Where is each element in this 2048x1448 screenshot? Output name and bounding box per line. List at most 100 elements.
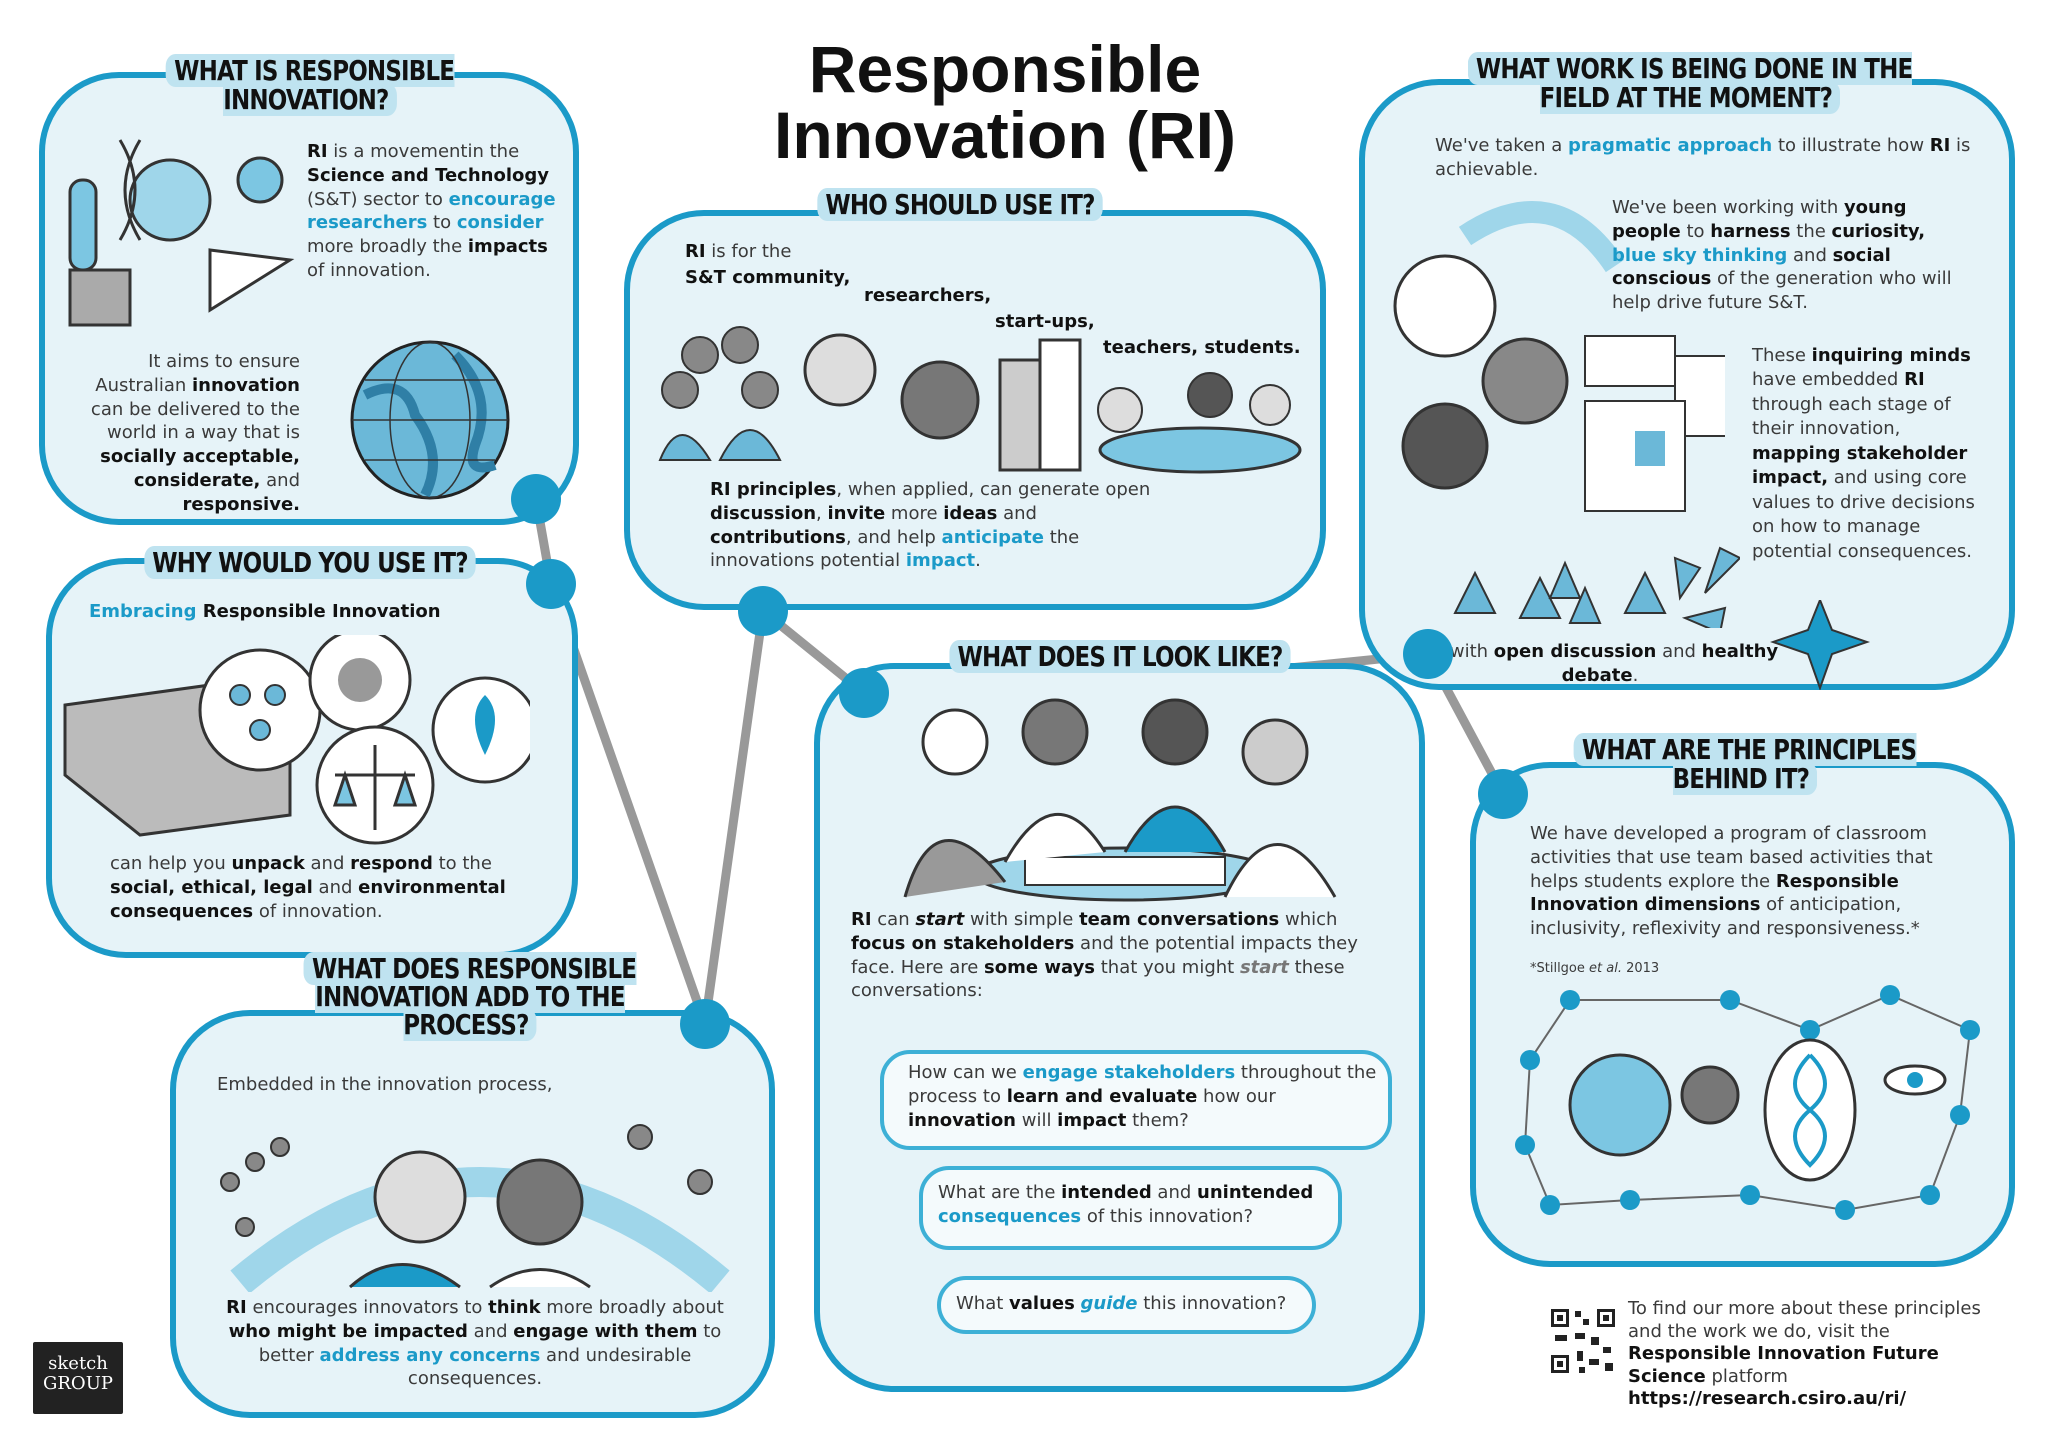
text-segment: anticipate: [941, 526, 1044, 548]
text-segment: is for the: [705, 241, 792, 262]
text-segment: , when applied, can generate open: [836, 479, 1151, 500]
text-segment: which: [1279, 909, 1338, 930]
who-startups: start-ups,: [995, 310, 1105, 334]
text-segment: *Stillgoe: [1530, 961, 1590, 976]
text-segment: .: [1632, 664, 1639, 686]
who-intro: RI is for the: [685, 240, 855, 264]
text-segment: mapping stakeholder impact,: [1752, 442, 1968, 489]
text-segment: What are the: [938, 1182, 1062, 1203]
text-segment: It aims to ensure Australian: [95, 351, 300, 396]
text-segment: that you might: [1095, 956, 1240, 978]
text-segment: encourages innovators to: [246, 1297, 489, 1318]
globe-icon: [350, 340, 510, 500]
text-segment: young people: [1612, 197, 1907, 242]
text-segment: curiosity,: [1831, 220, 1926, 242]
text-segment: invite: [827, 502, 886, 524]
text-segment: Science and Technology: [307, 164, 549, 186]
text-segment: unintended: [1197, 1182, 1314, 1203]
qr-code-icon[interactable]: [1549, 1307, 1617, 1375]
text-segment: discussion: [710, 502, 817, 524]
who-st-community: S&T community,: [685, 266, 855, 290]
text-segment: throughout the process to: [908, 1062, 1377, 1107]
text-segment: address any concerns: [319, 1344, 541, 1366]
panel-what-does-it-look-like: [814, 663, 1425, 1392]
text-segment: some ways: [984, 956, 1096, 978]
text-segment: RI: [1929, 135, 1951, 156]
principles-text: We have developed a program of classroom…: [1530, 822, 1985, 941]
embedded-text: Embedded in the innovation process,: [217, 1073, 637, 1097]
text-segment: intended: [1061, 1182, 1152, 1203]
text-segment: consequences: [938, 1205, 1082, 1227]
heading-why-use-it: Why would you use it?: [97, 546, 523, 579]
text-segment: What: [956, 1293, 1010, 1314]
text-segment: with simple: [964, 909, 1080, 930]
text-segment: responsive.: [182, 493, 300, 515]
text-segment: to: [427, 212, 457, 234]
text-segment: RI: [307, 141, 328, 162]
text-segment: have embedded: [1752, 369, 1905, 391]
text-segment[interactable]: https://research.csiro.au/ri/: [1628, 1388, 1907, 1409]
triangles-illustration: [1453, 546, 1740, 628]
text-segment: of the generation who will help drive fu…: [1612, 268, 1952, 313]
text-segment: inquiring minds: [1811, 345, 1971, 366]
text-segment: through each stage of their innovation,: [1752, 393, 1951, 440]
text-segment: Embedded in the innovation process,: [217, 1074, 553, 1095]
text-segment: to the: [432, 853, 492, 874]
text-segment: think: [488, 1297, 541, 1318]
add-text: RI encourages innovators to think more b…: [220, 1296, 730, 1391]
work-inquiring-minds: These inquiring minds have embedded RI t…: [1752, 344, 1992, 564]
text-segment: the: [1790, 220, 1832, 242]
text-segment: innovation: [192, 374, 300, 396]
text-segment: We've been working with: [1612, 197, 1844, 218]
aims-text: It aims to ensure Australian innovation …: [66, 350, 300, 516]
text-segment: to: [1680, 220, 1711, 242]
text-segment: of innovation.: [253, 900, 383, 922]
text-segment: and: [304, 853, 351, 874]
text-segment: We have developed a program of classroom…: [1530, 823, 1933, 892]
text-segment: and: [1151, 1182, 1198, 1203]
text-segment: These: [1752, 345, 1812, 366]
embracing-text: Embracing Responsible Innovation: [89, 600, 509, 624]
text-segment: researchers,: [864, 285, 992, 306]
text-segment: and using core values to drive decisions…: [1752, 467, 1975, 562]
text-segment: can be delivered to the world in a way t…: [90, 398, 300, 444]
text-segment: RI: [851, 909, 872, 930]
text-segment: start: [1239, 956, 1289, 978]
text-segment: team conversations: [1079, 909, 1280, 930]
page-title: Responsible Innovation (RI): [700, 36, 1310, 168]
community-illustration: [658, 326, 1302, 474]
text-segment: them?: [1126, 1109, 1189, 1131]
footer-text: To find our more about these principles …: [1628, 1298, 1988, 1411]
text-segment: impact: [905, 550, 976, 572]
dimensions-network-illustration: [1515, 985, 1980, 1220]
text-segment: contributions: [710, 526, 846, 548]
text-segment: socially acceptable, considerate,: [100, 446, 300, 491]
text-segment: impact: [1057, 1109, 1127, 1131]
work-young-people: We've been working with young people to …: [1612, 196, 1962, 315]
text-segment: impacts: [467, 236, 548, 257]
text-segment: learn and evaluate: [1006, 1085, 1198, 1107]
text-segment: encourage researchers: [307, 188, 556, 234]
principles-citation: *Stillgoe et al. 2013: [1530, 955, 1830, 979]
text-segment: of anticipation, inclusivity, reflexivit…: [1530, 894, 1920, 939]
text-segment: start: [915, 909, 965, 930]
question-1: How can we engage stakeholders throughou…: [908, 1061, 1378, 1132]
text-segment: the innovations potential: [710, 526, 1080, 572]
science-illustration: [68, 139, 295, 327]
question-bubble-2: [919, 1166, 1342, 1250]
text-segment: environmental consequences: [110, 876, 506, 922]
text-segment: and: [467, 1320, 514, 1342]
text-segment: to better: [258, 1320, 722, 1366]
text-segment: and undesirable consequences.: [407, 1344, 692, 1390]
text-segment: Embracing: [89, 601, 197, 622]
text-segment: can: [871, 909, 916, 930]
heading-what-does-it-look-like: What does it look like?: [899, 640, 1342, 673]
text-segment: platform: [1705, 1365, 1788, 1387]
why-text: can help you unpack and respond to the s…: [110, 852, 530, 923]
text-segment: social, ethical, legal: [110, 876, 313, 898]
text-segment: ,: [816, 502, 828, 524]
what-is-text: RI is a movementin the Science and Techn…: [307, 140, 569, 283]
text-segment: focus on stakeholders: [851, 932, 1075, 954]
text-segment: can help you: [110, 853, 232, 874]
text-segment: et al.: [1589, 961, 1622, 976]
